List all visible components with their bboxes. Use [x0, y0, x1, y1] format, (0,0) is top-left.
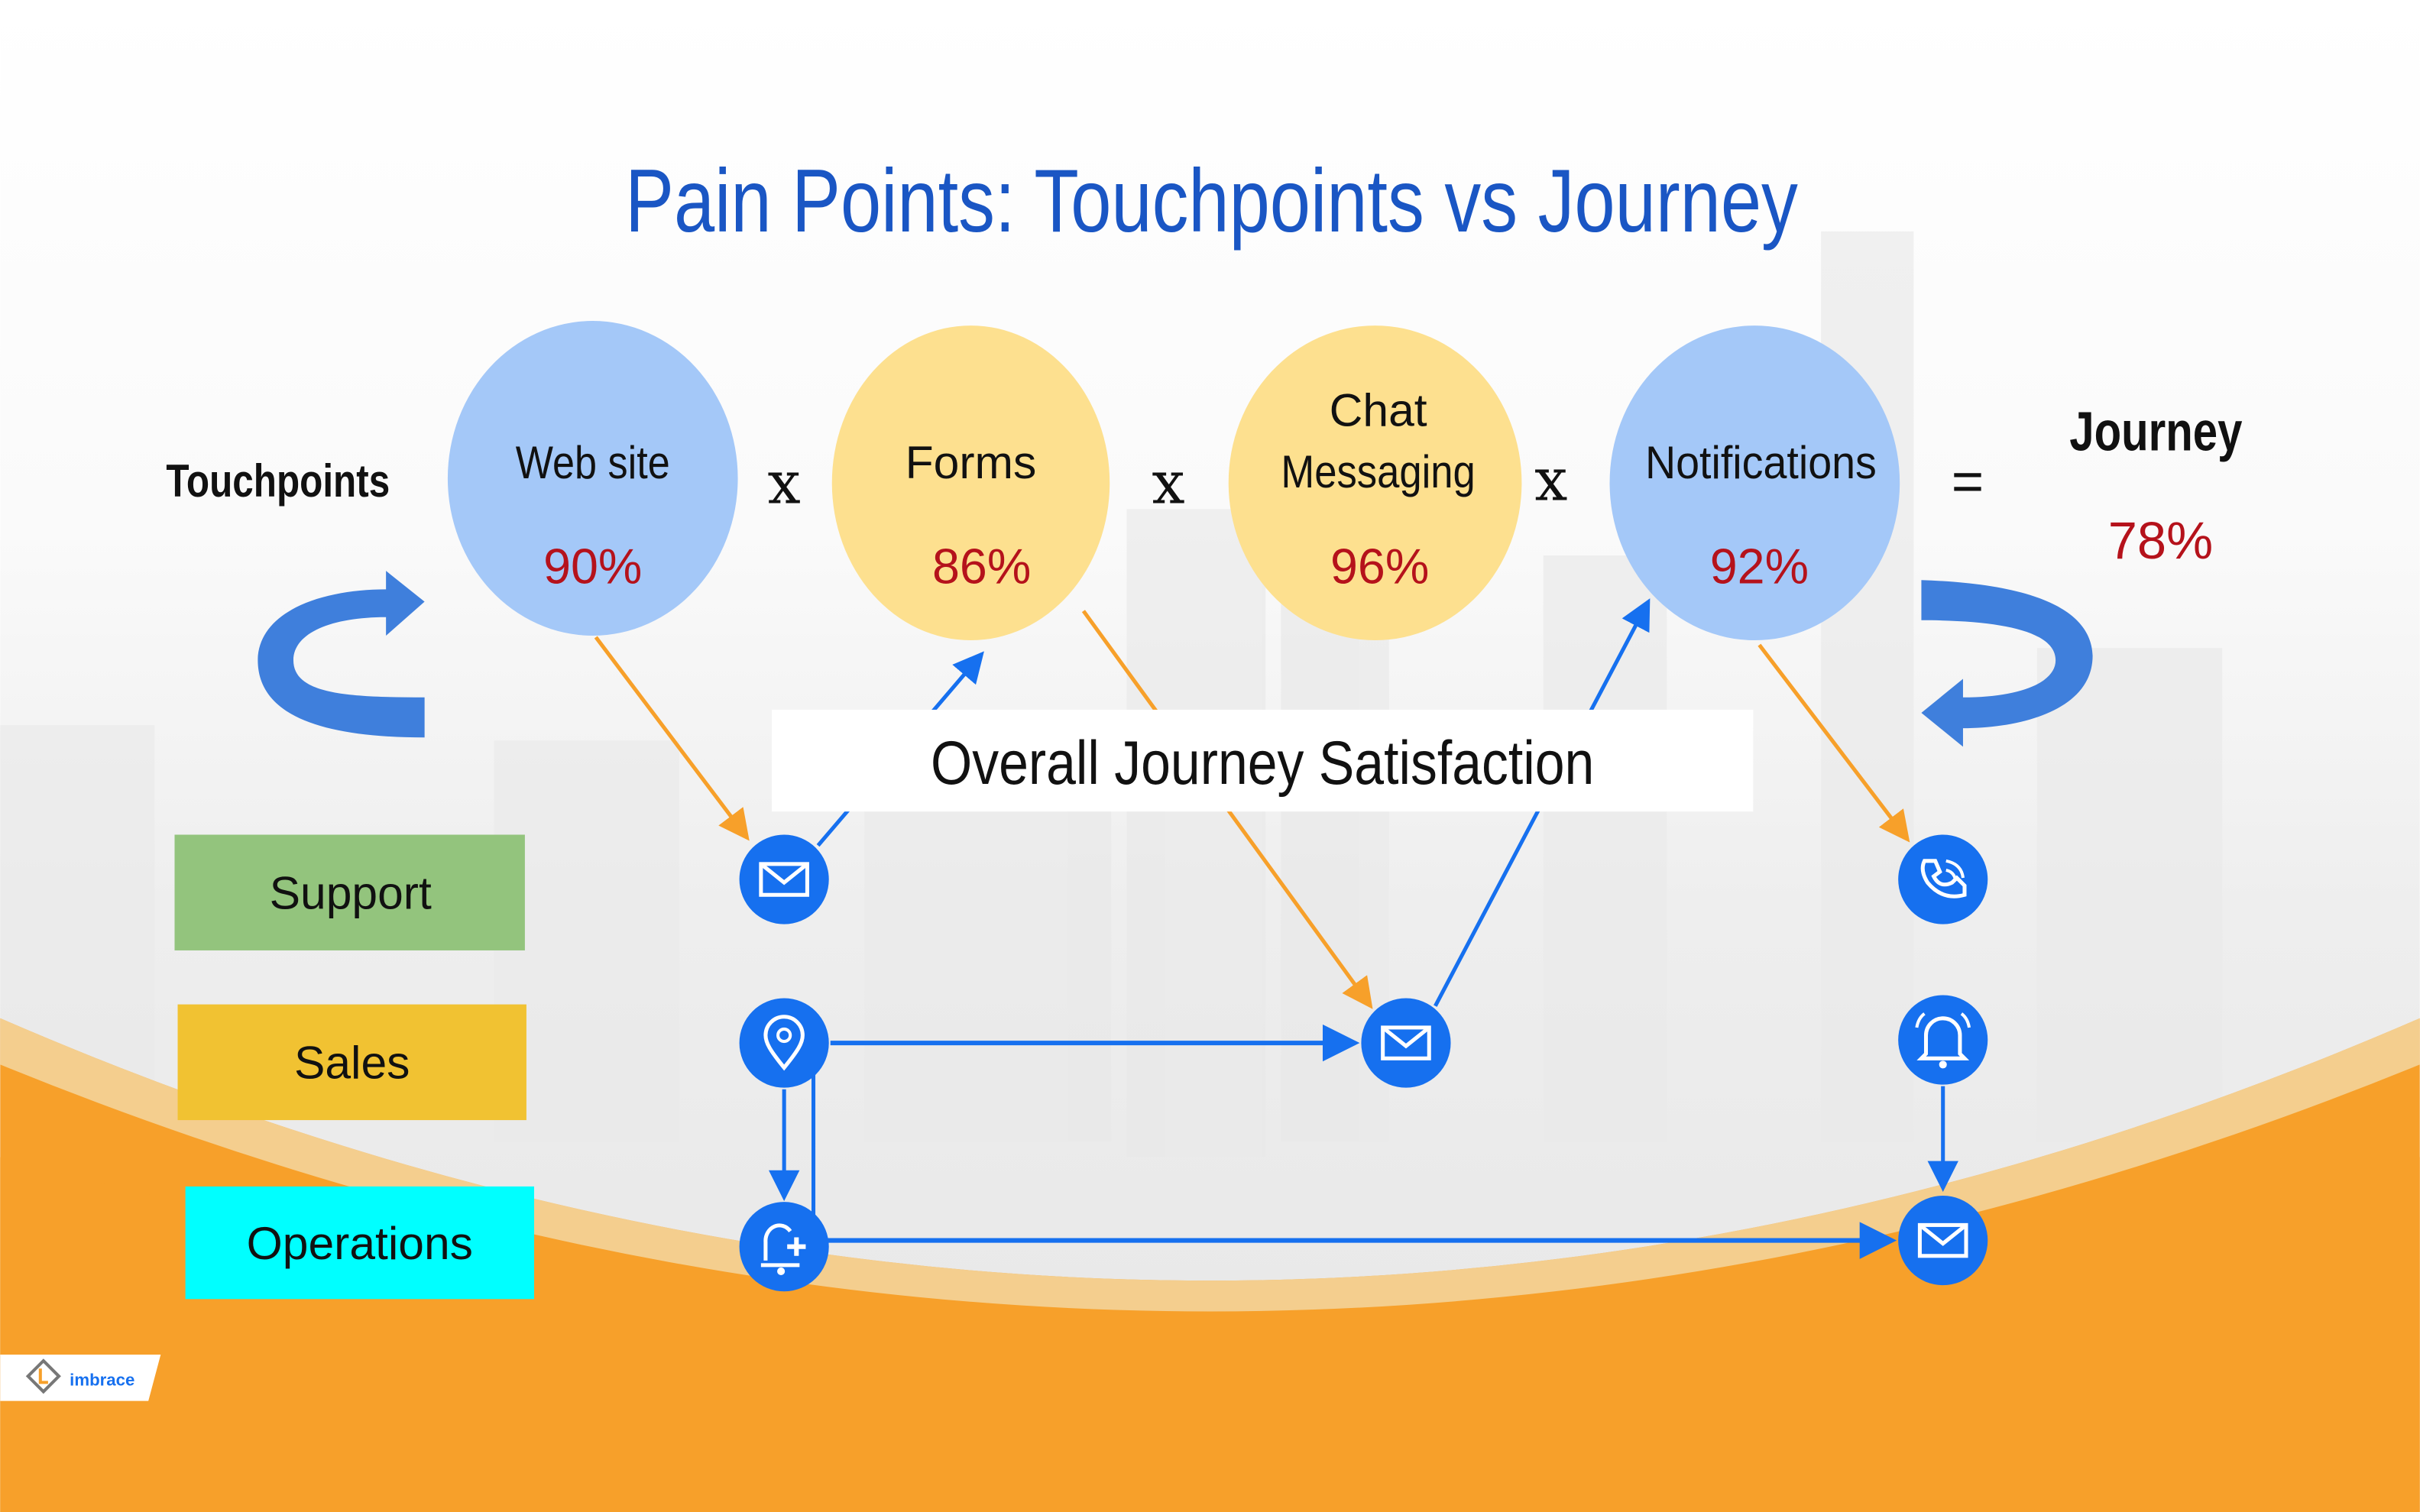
department-support: Support [174, 834, 525, 950]
curved-arrow-right-icon [1921, 580, 2093, 747]
location-pin-icon [739, 998, 829, 1088]
mail-icon [1898, 1196, 1988, 1286]
touchpoint-score: 92% [1710, 539, 1809, 594]
journey-label: Journey [2069, 401, 2243, 463]
multiply-sign: x [1152, 449, 1184, 517]
touchpoint-name-line2: Messaging [1281, 445, 1475, 497]
department-operations: Operations [185, 1186, 535, 1300]
touchpoint-score: 96% [1330, 539, 1429, 594]
touchpoint-score: 90% [543, 539, 642, 594]
touchpoint-web-site: Web site 90% [447, 321, 738, 636]
department-label: Support [270, 866, 432, 918]
logo-text: imbrace [70, 1370, 134, 1389]
overall-label: Overall Journey Satisfaction [931, 729, 1594, 798]
bell-icon [1898, 995, 1988, 1085]
multiply-sign: x [768, 449, 801, 517]
equals-sign: = [1952, 450, 1984, 512]
mail-icon [739, 834, 829, 924]
journey-score: 78% [2108, 511, 2213, 570]
mail-icon [1361, 998, 1451, 1088]
touchpoint-name: Web site [516, 436, 670, 488]
touchpoints-label: Touchpoints [166, 455, 390, 507]
department-label: Sales [294, 1037, 410, 1089]
multiply-sign: x [1534, 446, 1567, 514]
touchpoint-name: Forms [905, 436, 1037, 488]
imbrace-logo: imbrace [0, 1355, 161, 1401]
page-title: Pain Points: Touchpoints vs Journey [625, 151, 1798, 251]
bell-plus-icon [739, 1202, 829, 1292]
touchpoint-forms: Forms 86% [831, 325, 1110, 641]
touchpoint-score: 86% [932, 539, 1031, 594]
department-sales: Sales [177, 1004, 526, 1121]
touchpoint-name-line1: Chat [1330, 384, 1427, 435]
touchpoint-name: Notifications [1645, 436, 1877, 488]
touchpoint-notifications: Notifications 92% [1609, 325, 1900, 641]
department-label: Operations [247, 1217, 473, 1269]
touchpoint-chat-messaging: Chat Messaging 96% [1228, 325, 1522, 641]
phone-icon [1898, 834, 1988, 924]
curved-arrow-left-icon [258, 571, 425, 738]
overall-satisfaction-banner: Overall Journey Satisfaction [771, 709, 1754, 812]
connectors [594, 598, 1958, 1259]
